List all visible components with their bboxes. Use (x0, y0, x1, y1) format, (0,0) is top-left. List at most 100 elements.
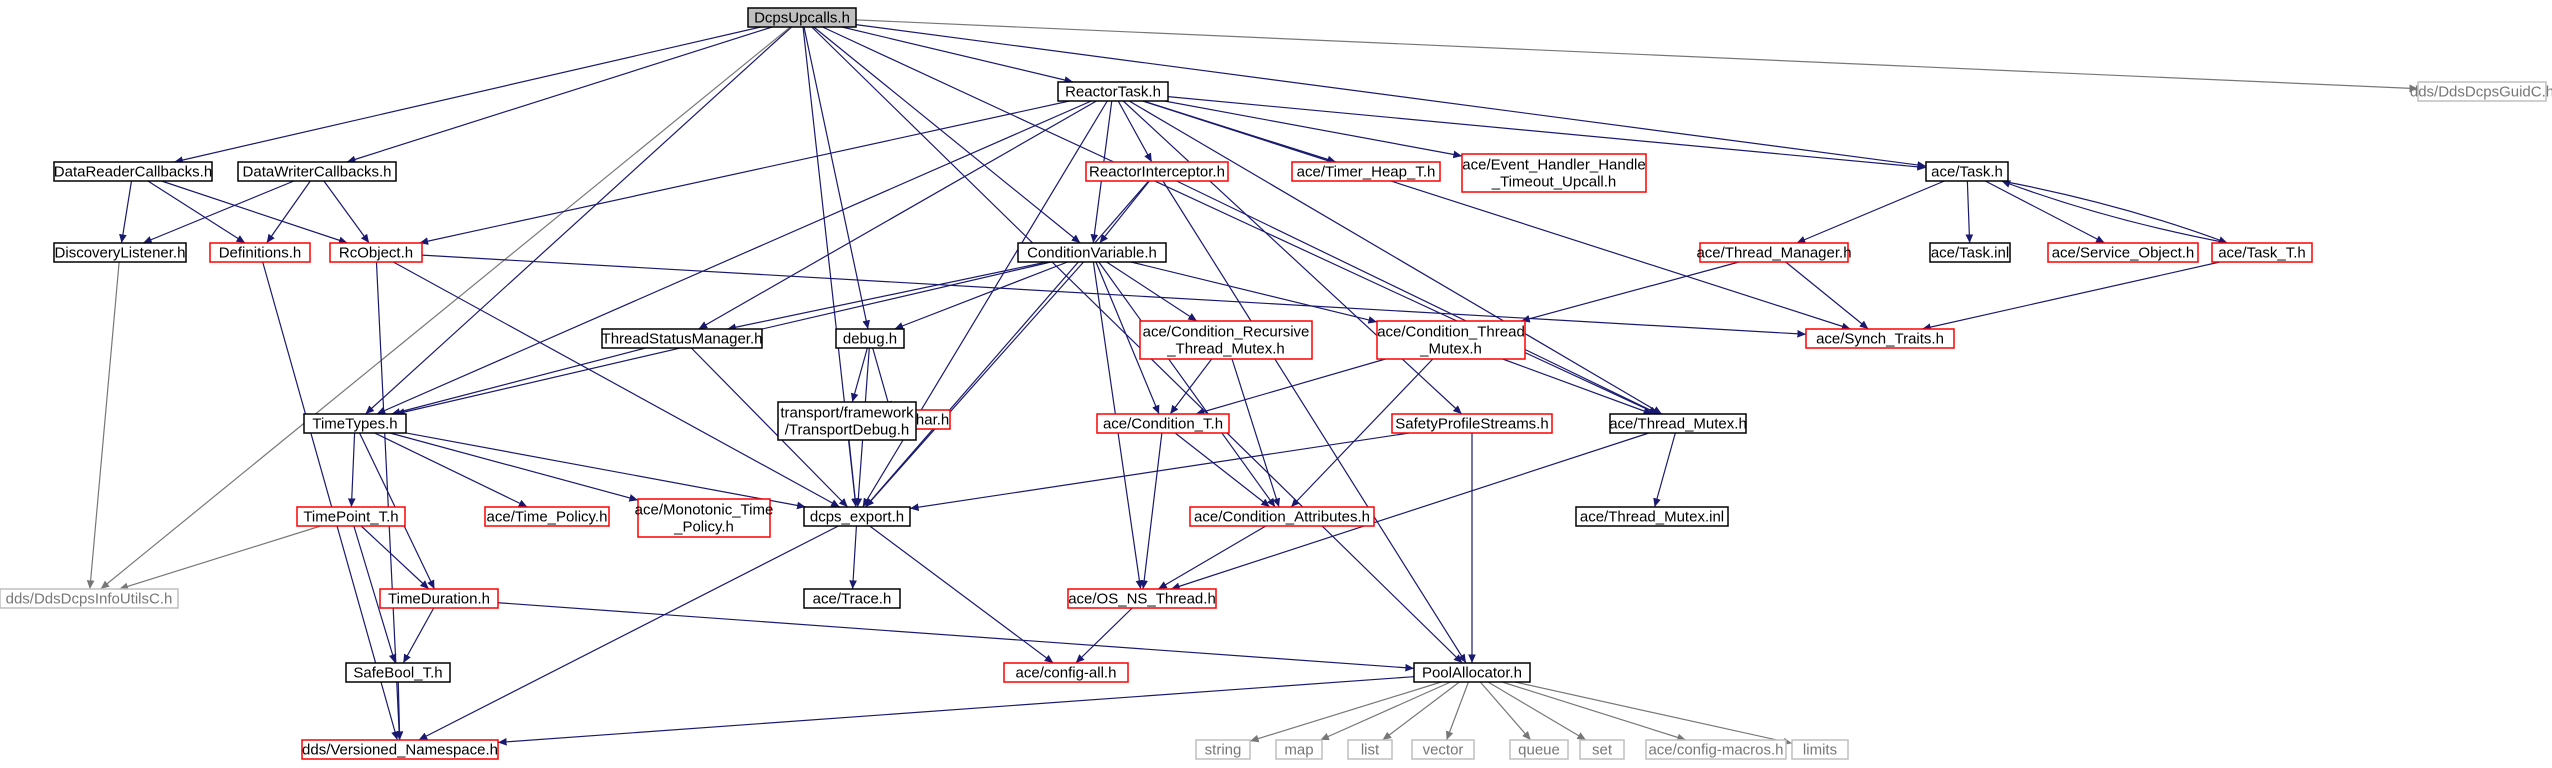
node-label: ace/Task_T.h (2218, 245, 2306, 262)
edge-dcps_upcalls-to-ace_task (855, 24, 1927, 169)
node-label: SafetyProfileStreams.h (1395, 416, 1548, 433)
node-thread-manager[interactable]: ace/Thread_Manager.h (1696, 242, 1852, 263)
node-timer-heap[interactable]: ace/Timer_Heap_T.h (1291, 161, 1441, 182)
node-definitions[interactable]: Definitions.h (209, 242, 311, 263)
node-task-t[interactable]: ace/Task_T.h (2211, 242, 2313, 263)
node-reactor-interceptor[interactable]: ReactorInterceptor.h (1085, 161, 1229, 182)
node-config-macros: ace/config-macros.h (1645, 739, 1787, 760)
edge-ace_task-to-thread_manager (1796, 180, 1945, 244)
node-label: list (1361, 742, 1380, 759)
node-ace-task[interactable]: ace/Task.h (1925, 161, 2009, 182)
node-time-duration[interactable]: TimeDuration.h (379, 588, 499, 609)
node-debug[interactable]: debug.h (835, 328, 905, 349)
node-data-writer-callbacks[interactable]: DataWriterCallbacks.h (237, 161, 397, 182)
node-rc-object[interactable]: RcObject.h (329, 242, 423, 263)
node-time-types[interactable]: TimeTypes.h (303, 413, 407, 434)
edge-data_writer_callbacks-to-rc_object (323, 180, 370, 244)
edge-condition_variable-to-thread_status_manager (727, 261, 1047, 331)
node-label: /TransportDebug.h (785, 422, 910, 439)
edge-time_point-to-safe_bool (353, 525, 397, 664)
node-ace-trace[interactable]: ace/Trace.h (803, 588, 901, 609)
node-box (379, 588, 499, 609)
node-set: set (1579, 739, 1625, 760)
node-discovery-listener[interactable]: DiscoveryListener.h (53, 242, 187, 263)
node-cond-thread-mutex[interactable]: ace/Condition_Thread_Mutex.h (1376, 320, 1526, 360)
node-versioned-namespace[interactable]: dds/Versioned_Namespace.h (301, 739, 499, 760)
node-label: RcObject.h (339, 245, 413, 262)
node-cond-recursive[interactable]: ace/Condition_Recursive_Thread_Mutex.h (1139, 320, 1313, 360)
edge-condition_t-to-os_ns_thread (1140, 432, 1163, 590)
edge-layer (86, 19, 2419, 746)
node-data-reader-callbacks[interactable]: DataReaderCallbacks.h (53, 161, 213, 182)
edge-time_types-to-time_policy (374, 432, 528, 508)
edge-time_duration-to-pool_allocator (497, 602, 1415, 672)
node-thread-status-manager[interactable]: ThreadStatusManager.h (601, 328, 763, 349)
node-label: TimePoint_T.h (303, 509, 398, 526)
node-box (747, 7, 857, 28)
node-dcps-upcalls[interactable]: DcpsUpcalls.h (747, 7, 857, 28)
edge-time_types-to-dcps_export (405, 432, 806, 510)
node-event-handler[interactable]: ace/Event_Handler_Handle_Timeout_Upcall.… (1461, 153, 1647, 193)
node-box (303, 413, 407, 434)
node-label: ThreadStatusManager.h (602, 331, 763, 348)
node-label: vector (1423, 742, 1464, 759)
node-time-policy[interactable]: ace/Time_Policy.h (484, 506, 610, 527)
node-cond-attributes[interactable]: ace/Condition_Attributes.h (1189, 506, 1375, 527)
node-box (1609, 413, 1747, 434)
node-box (1057, 81, 1169, 102)
node-label: ReactorTask.h (1065, 84, 1161, 101)
edge-dcps_upcalls-to-data_reader_callbacks (174, 26, 761, 164)
node-condition-t[interactable]: ace/Condition_T.h (1096, 413, 1230, 434)
edge-pool_allocator-to-set (1487, 681, 1587, 741)
node-os-ns-thread[interactable]: ace/OS_NS_Thread.h (1067, 588, 1217, 609)
node-box (1461, 153, 1647, 193)
node-thread-mutex[interactable]: ace/Thread_Mutex.h (1609, 413, 1747, 434)
node-box (345, 662, 451, 683)
node-box (301, 739, 499, 760)
node-dcps-export[interactable]: dcps_export.h (803, 506, 911, 527)
edge-data_reader_callbacks-to-rc_object (161, 180, 348, 244)
node-box (1805, 328, 1955, 349)
node-box (1347, 739, 1393, 760)
node-monotonic[interactable]: ace/Monotonic_Time_Policy.h (635, 498, 774, 538)
edge-cond_thread_mutex-to-condition_t (1195, 358, 1386, 416)
node-label: Definitions.h (219, 245, 302, 262)
node-label: queue (1518, 742, 1560, 759)
node-box (2047, 242, 2199, 263)
node-task-inl[interactable]: ace/Task.inl (1929, 242, 2011, 263)
node-transport-debug[interactable]: transport/framework/TransportDebug.h (777, 401, 917, 441)
node-label: SafeBool_T.h (353, 665, 442, 682)
edge-reactor_task-to-time_types (376, 100, 1092, 415)
node-thread-mutex-inl[interactable]: ace/Thread_Mutex.inl (1575, 506, 1729, 527)
node-box (53, 242, 187, 263)
node-synch-traits[interactable]: ace/Synch_Traits.h (1805, 328, 1955, 349)
node-queue: queue (1509, 739, 1569, 760)
node-pool-allocator[interactable]: PoolAllocator.h (1413, 662, 1531, 683)
node-box (1017, 242, 1167, 263)
edge-thread_status_manager-to-dcps_export (690, 347, 849, 508)
node-label: DataReaderCallbacks.h (54, 164, 212, 181)
node-label: ace/OS_NS_Thread.h (1068, 591, 1216, 608)
edge-time_types-to-monotonic (389, 432, 639, 502)
edge-thread_manager-to-synch_traits (1785, 261, 1869, 330)
node-box (0, 588, 179, 609)
node-safe-bool[interactable]: SafeBool_T.h (345, 662, 451, 683)
node-time-point[interactable]: TimePoint_T.h (296, 506, 406, 527)
node-reactor-task[interactable]: ReactorTask.h (1057, 81, 1169, 102)
edge-dcps_upcalls-to-guid_c (855, 19, 2419, 93)
node-service-object[interactable]: ace/Service_Object.h (2047, 242, 2199, 263)
edge-time_duration-to-safe_bool (402, 607, 435, 664)
node-safety-profile[interactable]: SafetyProfileStreams.h (1391, 413, 1553, 434)
edge-data_writer_callbacks-to-definitions (266, 180, 311, 244)
node-vector: vector (1411, 739, 1475, 760)
node-label: dcps_export.h (810, 509, 904, 526)
node-box (237, 161, 397, 182)
node-config-all[interactable]: ace/config-all.h (1003, 662, 1129, 683)
node-condition-variable[interactable]: ConditionVariable.h (1017, 242, 1167, 263)
node-label: ace/Thread_Mutex.h (1609, 416, 1747, 433)
edge-reactor_interceptor-to-thread_mutex (1176, 180, 1659, 415)
edge-time_point-to-info_utils (119, 525, 321, 591)
node-box (1391, 413, 1553, 434)
edge-reactor_task-to-thread_mutex (1128, 100, 1663, 415)
